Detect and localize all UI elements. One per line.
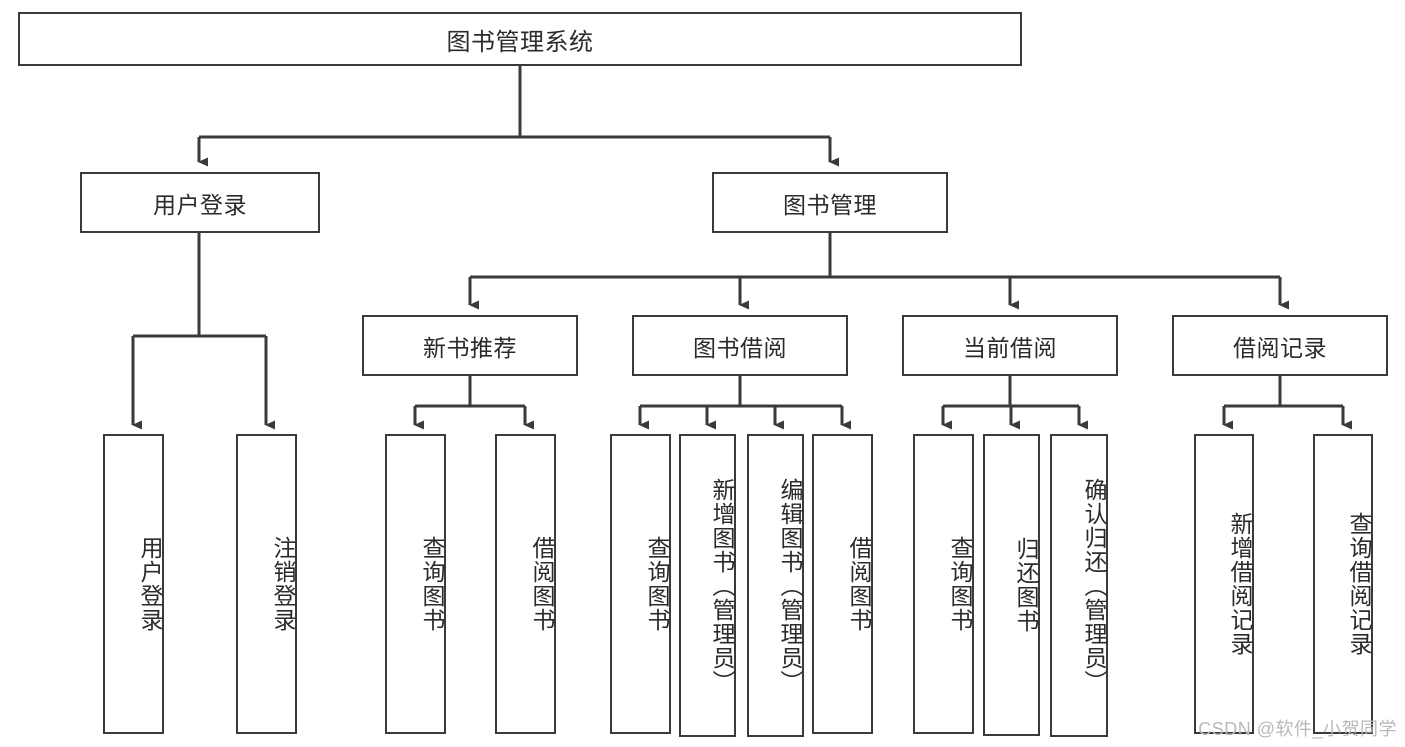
csdn-watermark: CSDN @软件_小贺同学 (1198, 719, 1397, 739)
node-leaf-borrow-book-recommend[interactable]: 借阅图书 (495, 434, 556, 734)
node-label: 用户登录 (153, 191, 247, 218)
node-label: 图书管理 (783, 191, 877, 218)
node-label: 查询图书 (947, 536, 973, 632)
node-label: 新书推荐 (423, 334, 517, 361)
node-leaf-logout-login[interactable]: 注销登录 (236, 434, 297, 734)
node-book-borrow[interactable]: 图书借阅 (632, 315, 848, 376)
node-leaf-return-book[interactable]: 归还图书 (983, 434, 1040, 736)
node-borrow-record[interactable]: 借阅记录 (1172, 315, 1388, 376)
node-label: 注销登录 (270, 536, 296, 632)
node-leaf-user-login[interactable]: 用户登录 (103, 434, 164, 734)
node-label: 新增图书（管理员） (709, 477, 735, 694)
node-leaf-borrow-book[interactable]: 借阅图书 (812, 434, 873, 734)
node-leaf-add-borrow-record[interactable]: 新增借阅记录 (1194, 434, 1254, 734)
node-leaf-query-book-current[interactable]: 查询图书 (913, 434, 974, 734)
node-leaf-query-book-borrow[interactable]: 查询图书 (610, 434, 671, 734)
node-label: 查询图书 (644, 536, 670, 632)
node-label: 编辑图书（管理员） (777, 477, 803, 694)
node-label: 图书管理系统 (446, 28, 594, 56)
node-leaf-confirm-return[interactable]: 确认归还（管理员） (1050, 434, 1108, 737)
node-label: 借阅图书 (846, 536, 872, 632)
node-leaf-edit-book[interactable]: 编辑图书（管理员） (747, 434, 804, 737)
node-label: 确认归还（管理员） (1081, 477, 1107, 694)
node-label: 图书借阅 (693, 334, 787, 361)
node-leaf-add-book[interactable]: 新增图书（管理员） (679, 434, 736, 737)
node-label: 借阅图书 (529, 536, 555, 632)
node-book-management[interactable]: 图书管理 (712, 172, 948, 233)
node-label: 当前借阅 (963, 334, 1057, 361)
node-book-management-system[interactable]: 图书管理系统 (18, 12, 1022, 66)
node-label: 借阅记录 (1233, 334, 1327, 361)
node-label: 查询借阅记录 (1346, 512, 1372, 656)
node-user-login[interactable]: 用户登录 (80, 172, 320, 233)
node-label: 新增借阅记录 (1227, 512, 1253, 656)
node-current-borrow[interactable]: 当前借阅 (902, 315, 1118, 376)
node-new-book-recommend[interactable]: 新书推荐 (362, 315, 578, 376)
node-leaf-query-book-recommend[interactable]: 查询图书 (385, 434, 446, 734)
node-label: 用户登录 (137, 536, 163, 632)
node-leaf-query-borrow-record[interactable]: 查询借阅记录 (1313, 434, 1373, 734)
node-label: 查询图书 (419, 536, 445, 632)
node-label: 归还图书 (1013, 537, 1039, 633)
